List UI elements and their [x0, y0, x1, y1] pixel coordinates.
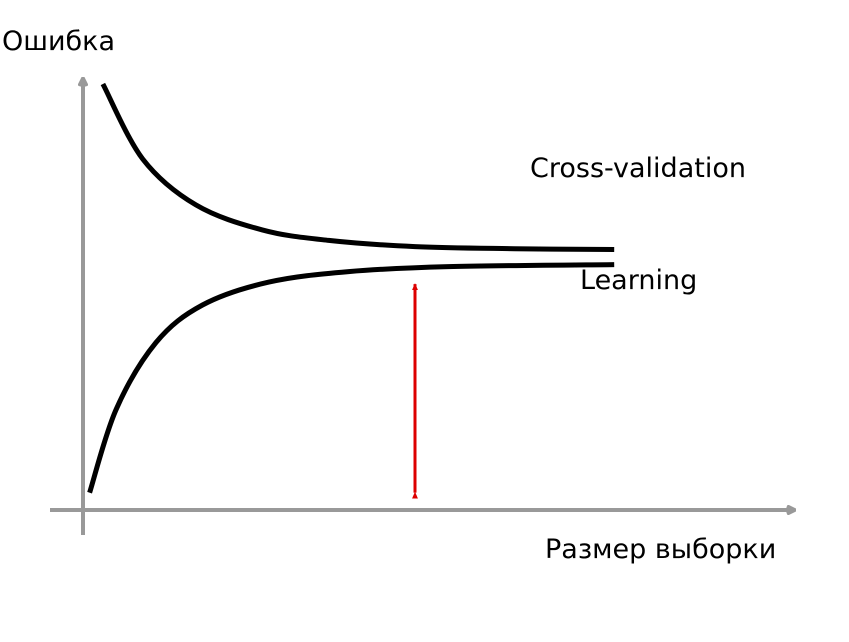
series-label-cross-validation: Cross-validation — [530, 153, 746, 184]
series-label-learning: Learning — [580, 265, 697, 296]
series-layer — [87, 82, 615, 494]
series-line-learning — [87, 262, 615, 494]
x-axis-label: Размер выборки — [545, 534, 776, 565]
series-line-cross-validation — [100, 82, 615, 252]
y-axis-label: Ошибка — [2, 26, 115, 57]
